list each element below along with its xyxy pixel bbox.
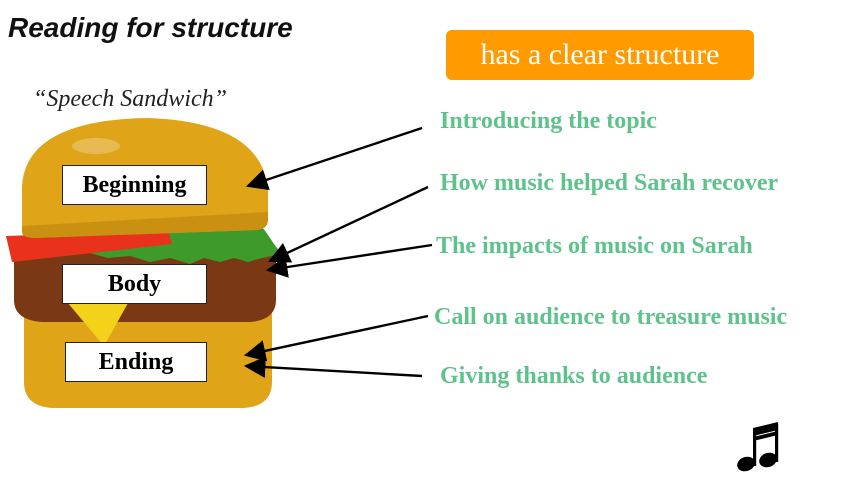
section-label-beginning: Beginning (62, 165, 207, 205)
diagram-subtitle: “Speech Sandwich” (33, 86, 227, 112)
point-introducing-topic: Introducing the topic (440, 108, 657, 134)
connector-arrows (243, 126, 433, 378)
section-label-body: Body (62, 264, 207, 304)
structure-badge: has a clear structure (446, 30, 754, 80)
section-label-ending: Ending (65, 342, 207, 382)
music-note-icon (737, 422, 779, 472)
point-call-on-audience: Call on audience to treasure music (434, 304, 788, 330)
arrow-introducing (245, 126, 423, 191)
arrow-thanks (243, 356, 423, 378)
arrow-impacts (265, 243, 433, 278)
top-bun-shade (22, 212, 268, 238)
arrow-music-helped (268, 185, 429, 263)
point-impacts-of-music: The impacts of music on Sarah (436, 233, 753, 259)
arrow-call-on (243, 314, 429, 362)
point-giving-thanks: Giving thanks to audience (440, 363, 708, 389)
point-music-helped-sarah: How music helped Sarah recover (440, 170, 779, 196)
cheese-slice (62, 296, 132, 346)
tomato-slice (6, 230, 172, 262)
page-title: Reading for structure (8, 12, 293, 43)
